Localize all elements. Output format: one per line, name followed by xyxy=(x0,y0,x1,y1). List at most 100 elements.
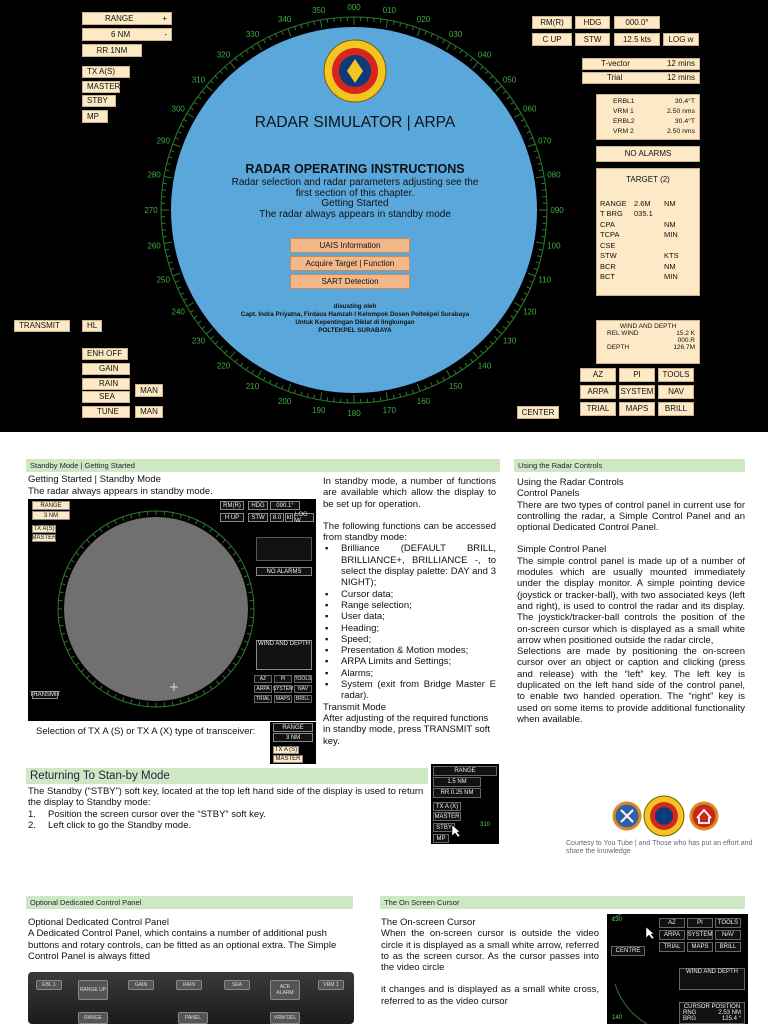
cap-txa: TX A (S) xyxy=(273,746,299,754)
transmit-key[interactable]: TRANSMIT xyxy=(14,320,70,332)
mini-tick xyxy=(92,680,96,685)
rings-key[interactable]: RR 1NM xyxy=(82,44,142,57)
txa-key[interactable]: TX A(S) xyxy=(82,66,130,78)
sea-key[interactable]: SEA xyxy=(82,391,130,403)
master-key[interactable]: MASTER xyxy=(82,81,120,93)
menu-system-button[interactable]: SYSTEM xyxy=(619,385,655,399)
menu-maps-button[interactable]: MAPS xyxy=(274,695,292,703)
tune-man-key[interactable]: MAN xyxy=(135,406,163,418)
bearing-tick xyxy=(442,39,446,44)
menu-tools-button[interactable]: TOOLS xyxy=(715,918,741,928)
target-key: BCR xyxy=(600,261,616,271)
function-item: ARPA Limits and Settings; xyxy=(323,656,496,668)
stby-key[interactable]: STBY xyxy=(82,95,116,107)
bearing-tick xyxy=(300,24,303,29)
log-key[interactable]: LOG w xyxy=(663,33,699,46)
mini-tick xyxy=(59,624,64,627)
menu-arpa-button[interactable]: ARPA xyxy=(659,930,685,940)
bearing-tick xyxy=(210,80,214,84)
menu-arpa-button[interactable]: ARPA xyxy=(580,385,616,399)
bearing-tick xyxy=(163,175,172,179)
menu-nav-button[interactable]: NAV xyxy=(658,385,694,399)
bearing-label: 160 xyxy=(417,397,431,406)
cap-master: MASTER xyxy=(273,755,303,763)
bearing-tick xyxy=(529,280,534,283)
menu-trial-button[interactable]: TRIAL xyxy=(254,695,272,703)
bearing-label: 100 xyxy=(547,241,561,250)
mp-key[interactable]: MP xyxy=(82,110,108,123)
menu-az-button[interactable]: AZ xyxy=(254,675,272,683)
bearing-label: 280 xyxy=(147,171,161,180)
menu-tools-button[interactable]: TOOLS xyxy=(294,675,312,683)
menu-brill-button[interactable]: BRILL xyxy=(294,695,312,703)
bearing-tick xyxy=(535,261,540,264)
bearing-label: 080 xyxy=(547,171,561,180)
bearing-tick xyxy=(306,22,309,27)
menu-arpa-button[interactable]: ARPA xyxy=(254,685,272,693)
gain-key[interactable]: GAIN xyxy=(82,363,130,375)
menu-tools-button[interactable]: TOOLS xyxy=(658,368,694,382)
cm-rng: RNG xyxy=(683,1010,697,1016)
menu-trial-button[interactable]: TRIAL xyxy=(659,942,685,952)
mini-tick xyxy=(130,699,133,704)
hdg-label: HDG xyxy=(575,16,610,29)
center-key[interactable]: CENTER xyxy=(517,406,559,419)
menu-pi-button[interactable]: PI xyxy=(274,675,292,683)
sart-button[interactable]: SART Detection xyxy=(290,274,410,289)
returning-text: The Standby (“STBY”) soft key, located a… xyxy=(28,786,428,831)
menu-trial-button[interactable]: TRIAL xyxy=(580,402,616,416)
acquire-target-button[interactable]: Acquire Target | Function xyxy=(290,256,410,271)
mini-tick xyxy=(216,680,220,685)
rm-key[interactable]: RM(R) xyxy=(532,16,572,29)
mini-kt: kt xyxy=(285,513,293,522)
bearing-label: 110 xyxy=(538,275,551,284)
bearing-tick xyxy=(174,280,179,283)
bearing-tick xyxy=(411,389,415,394)
menu-pi-button[interactable]: PI xyxy=(687,918,713,928)
bearing-tick xyxy=(229,351,236,359)
menu-az-button[interactable]: AZ xyxy=(659,918,685,928)
cap-nm: 3 NM xyxy=(273,733,313,742)
enh-key[interactable]: ENH OFF xyxy=(82,348,128,360)
sea-label: SEA xyxy=(99,392,116,401)
bearing-tick xyxy=(170,149,175,153)
cm-brg-value: 125.4 ° xyxy=(721,1016,741,1022)
standby-screenshot: RANGE 3 NM TX A(S) MASTER RM(R) HDG 090.… xyxy=(28,499,316,721)
alarm-status[interactable]: NO ALARMS xyxy=(596,146,700,162)
menu-brill-button[interactable]: BRILL xyxy=(715,942,741,952)
mini-tick xyxy=(187,516,190,521)
menu-maps-button[interactable]: MAPS xyxy=(619,402,655,416)
menu-brill-button[interactable]: BRILL xyxy=(658,402,694,416)
menu-nav-button[interactable]: NAV xyxy=(294,685,312,693)
intro-line: Radar selection and radar parameters adj… xyxy=(231,177,479,188)
simple-panel-p2: The simple control panel is made up of a… xyxy=(517,555,745,646)
tune-key[interactable]: TUNE xyxy=(82,406,130,418)
range-key[interactable]: RANGE+ xyxy=(82,12,172,25)
bearing-label: 250 xyxy=(157,275,171,284)
tx-keys-screenshot: RANGE 3 NM TX A (S) MASTER xyxy=(270,722,316,764)
bearing-tick xyxy=(385,19,389,28)
bearing-tick xyxy=(245,366,249,371)
rain-key[interactable]: RAIN xyxy=(82,378,130,390)
range-value-key[interactable]: 6 NM- xyxy=(82,28,172,41)
rain-sea-man-key[interactable]: MAN xyxy=(135,384,163,397)
menu-az-button[interactable]: AZ xyxy=(580,368,616,382)
cup-key[interactable]: C UP xyxy=(532,33,572,46)
bearing-label: 170 xyxy=(383,406,397,415)
bearing-tick xyxy=(536,175,545,179)
mini-nm: 3 NM xyxy=(32,511,70,520)
menu-nav-button[interactable]: NAV xyxy=(715,930,741,940)
returning-title: Returning To Stan-by Mode xyxy=(26,768,428,784)
menu-pi-button[interactable]: PI xyxy=(619,368,655,382)
uais-button[interactable]: UAIS Information xyxy=(290,238,410,253)
hl-key[interactable]: HL xyxy=(82,320,102,332)
menu-maps-button[interactable]: MAPS xyxy=(687,942,713,952)
standby-line: The radar always appears in standby mode… xyxy=(28,486,213,497)
menu-system-button[interactable]: SYSTEM xyxy=(687,930,713,940)
menu-system-button[interactable]: SYSTEM xyxy=(272,685,294,693)
